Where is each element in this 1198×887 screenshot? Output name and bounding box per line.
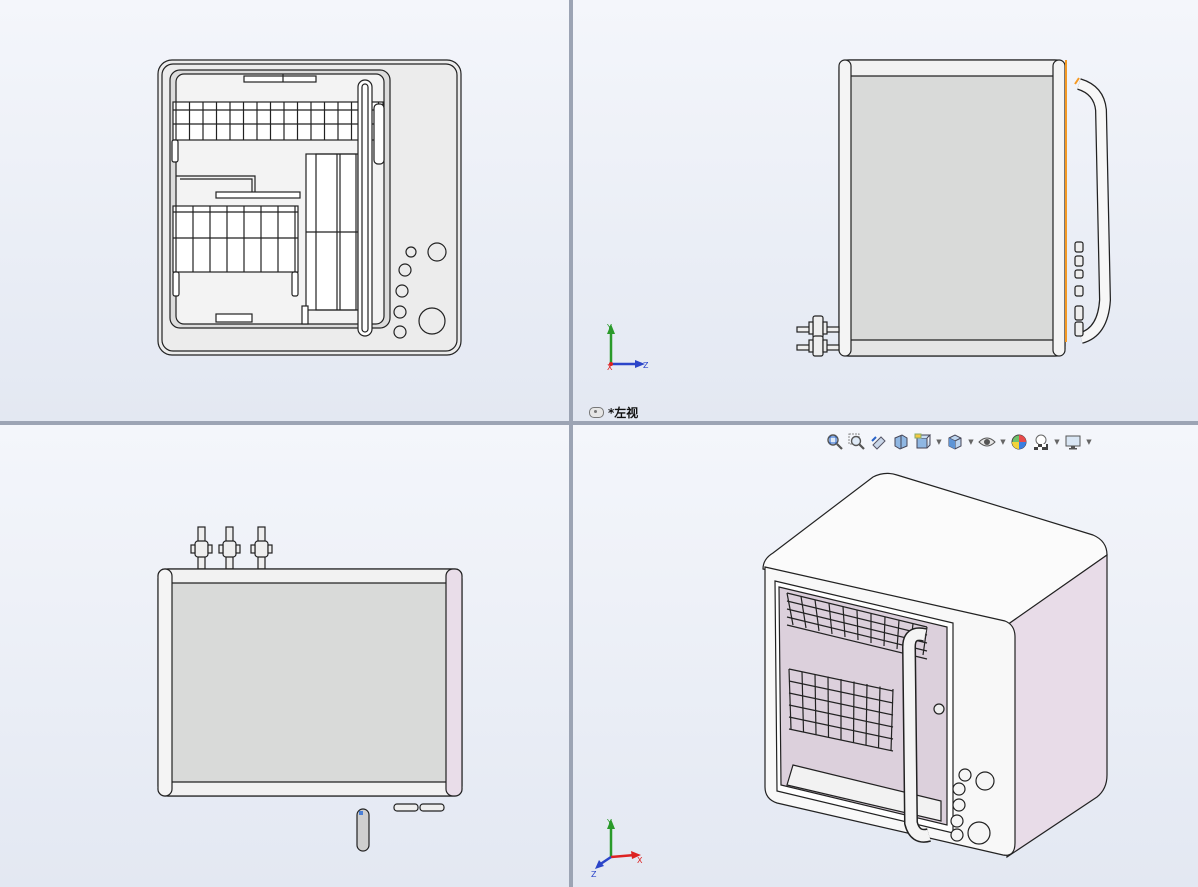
control-knobs <box>393 242 447 339</box>
zoom-area-button[interactable] <box>847 432 867 452</box>
triad-isometric: Y X Z <box>591 818 643 879</box>
camera-icon <box>589 407 604 418</box>
side-knobs <box>1074 241 1084 337</box>
middle-spray-pipe <box>176 175 256 194</box>
outer-body-inner-edge <box>161 63 458 352</box>
monitor-icon <box>1065 435 1081 450</box>
triad-y-label: Y <box>606 323 612 332</box>
hide-show-dropdown[interactable]: ▼ <box>1000 438 1006 446</box>
previous-view-icon <box>871 436 886 450</box>
view-settings-dropdown[interactable]: ▼ <box>1086 438 1092 446</box>
front-view-model <box>157 59 462 356</box>
middle-spray-arm <box>215 191 301 199</box>
scene-icon <box>1034 434 1048 450</box>
view-orientation-dropdown[interactable]: ▼ <box>968 438 974 446</box>
view-orientation-button[interactable] <box>945 432 965 452</box>
viewport-splitter-horizontal[interactable] <box>0 421 1198 425</box>
view-settings-button[interactable] <box>1063 432 1083 452</box>
door-handle <box>357 79 373 337</box>
top-hose-connectors <box>190 526 273 570</box>
iso-knobs <box>950 768 995 845</box>
triad-iso-x-label: X <box>637 856 643 865</box>
handle-top-view <box>356 808 370 852</box>
viewport-front[interactable] <box>0 0 569 421</box>
viewport-top[interactable] <box>0 425 569 887</box>
view-name-label: *左视 <box>589 404 638 421</box>
door-edge-highlight <box>1065 60 1067 342</box>
view-orientation-icon <box>948 434 962 450</box>
apply-scene-button[interactable] <box>1031 432 1051 452</box>
annotation-view-icon <box>914 433 932 449</box>
heads-up-view-toolbar: ▼ ▼ ▼ ▼ ▼ <box>825 431 1093 453</box>
section-view-icon <box>894 434 908 450</box>
door-handle-side <box>1077 79 1110 343</box>
hide-show-button[interactable] <box>977 432 997 452</box>
side-rack <box>305 153 359 311</box>
side-panel <box>838 59 1066 357</box>
viewport-isometric[interactable]: Y X Z ▼ ▼ <box>573 425 1198 887</box>
apply-scene-dropdown[interactable]: ▼ <box>1054 438 1060 446</box>
viewport-left[interactable]: Y Z X *左视 <box>573 0 1198 421</box>
annotation-view-button[interactable] <box>913 432 933 452</box>
top-panel <box>157 568 463 797</box>
triad-left-view: Y Z X <box>606 323 649 372</box>
viewport-splitter-vertical[interactable] <box>569 0 573 887</box>
lower-rack <box>172 205 299 297</box>
hose-connectors <box>796 315 840 357</box>
left-view-model: Y Z X <box>606 59 1112 372</box>
top-spray-arm <box>243 75 317 83</box>
iso-lower-rack <box>788 668 894 752</box>
iso-right-face <box>1006 553 1108 859</box>
triad-iso-y-label: Y <box>606 818 612 827</box>
previous-view-button[interactable] <box>869 432 889 452</box>
appearance-icon <box>1011 434 1027 450</box>
zoom-fit-icon <box>827 434 843 450</box>
triad-z-label: Z <box>643 361 649 370</box>
triad-x-label: X <box>607 363 613 372</box>
annotation-view-dropdown[interactable]: ▼ <box>936 438 942 446</box>
section-view-button[interactable] <box>891 432 911 452</box>
edit-appearance-button[interactable] <box>1009 432 1029 452</box>
zoom-area-icon <box>848 433 865 450</box>
zoom-fit-button[interactable] <box>825 432 845 452</box>
view-name-text: *左视 <box>608 406 639 420</box>
iso-door-handle <box>903 628 931 842</box>
bottom-filter <box>215 313 253 323</box>
top-view-model <box>157 526 463 852</box>
triad-iso-z-label: Z <box>591 870 597 879</box>
eye-icon <box>978 437 996 447</box>
isometric-view-model: Y X Z <box>591 472 1108 879</box>
